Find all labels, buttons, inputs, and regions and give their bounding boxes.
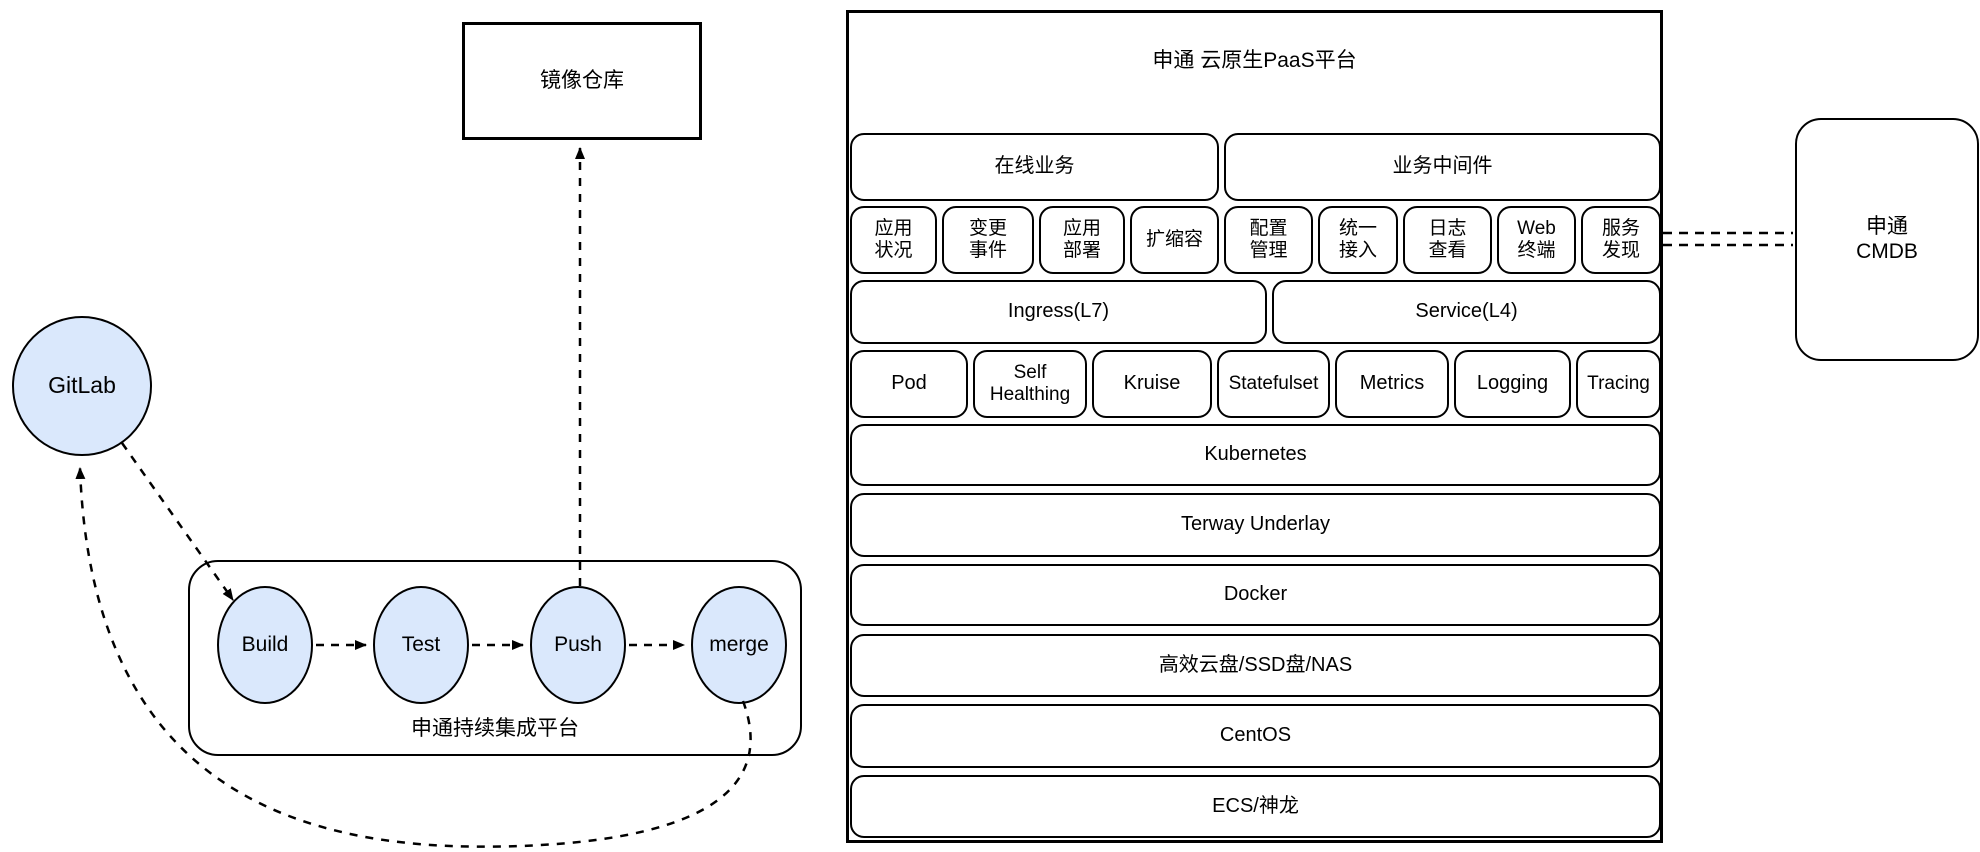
layer-centos: CentOS: [850, 704, 1661, 768]
workload-logging: Logging: [1454, 350, 1571, 418]
feature-scaling: 扩缩容: [1130, 206, 1219, 274]
paas-header-middleware: 业务中间件: [1224, 133, 1661, 201]
feature-config-mgmt: 配置 管理: [1224, 206, 1313, 274]
feature-label: 应用 部署: [1062, 217, 1101, 261]
feature-label: 统一 接入: [1338, 217, 1377, 261]
gitlab-label: GitLab: [48, 372, 116, 399]
workload-metrics: Metrics: [1335, 350, 1449, 418]
step-push-node: Push: [530, 586, 626, 704]
workload-label: Metrics: [1359, 372, 1425, 395]
layer-label: ECS/神龙: [1212, 794, 1299, 817]
layer-terway-underlay: Terway Underlay: [850, 493, 1661, 557]
gitlab-node: GitLab: [12, 316, 152, 456]
cmdb-label: 申通 CMDB: [1856, 214, 1918, 263]
feature-log-view: 日志 查看: [1403, 206, 1492, 274]
layer-label: Docker: [1223, 583, 1288, 606]
workload-statefulset: Statefulset: [1217, 350, 1330, 418]
step-test-node: Test: [373, 586, 469, 704]
feature-app-status: 应用 状况: [850, 206, 937, 274]
image-registry-label: 镜像仓库: [540, 68, 624, 92]
header-label: 在线业务: [994, 155, 1075, 178]
workload-pod: Pod: [850, 350, 968, 418]
workload-tracing: Tracing: [1576, 350, 1661, 418]
step-build-node: Build: [217, 586, 313, 704]
step-merge-node: merge: [691, 586, 787, 704]
step-merge-label: merge: [709, 632, 769, 656]
header-label: 业务中间件: [1392, 155, 1493, 178]
layer-kubernetes: Kubernetes: [850, 424, 1661, 486]
cmdb-node: 申通 CMDB: [1795, 118, 1979, 361]
network-service-l4: Service(L4): [1272, 280, 1661, 344]
image-registry-node: 镜像仓库: [462, 22, 702, 140]
layer-label: Kubernetes: [1204, 443, 1307, 466]
feature-label: 服务 发现: [1601, 217, 1640, 261]
workload-label: Pod: [891, 372, 927, 395]
step-test-label: Test: [401, 632, 441, 656]
workload-label: Self Healthing: [989, 361, 1071, 405]
network-ingress-l7: Ingress(L7): [850, 280, 1267, 344]
feature-label: 变更 事件: [968, 217, 1007, 261]
feature-label: 扩缩容: [1145, 228, 1203, 250]
layer-docker: Docker: [850, 564, 1661, 626]
feature-unified-access: 统一 接入: [1318, 206, 1398, 274]
layer-label: 高效云盘/SSD盘/NAS: [1158, 653, 1353, 676]
step-build-label: Build: [241, 632, 289, 656]
feature-service-discovery: 服务 发现: [1581, 206, 1661, 274]
workload-kruise: Kruise: [1092, 350, 1212, 418]
paas-header-online-biz: 在线业务: [850, 133, 1219, 201]
ci-platform-label: 申通持续集成平台: [411, 717, 579, 740]
feature-label: Web 终端: [1517, 217, 1556, 261]
paas-platform-title: 申通 云原生PaaS平台: [1152, 49, 1357, 72]
feature-change-events: 变更 事件: [942, 206, 1034, 274]
layer-storage: 高效云盘/SSD盘/NAS: [850, 634, 1661, 697]
feature-label: 配置 管理: [1249, 217, 1288, 261]
layer-ecs: ECS/神龙: [850, 775, 1661, 838]
feature-label: 日志 查看: [1428, 217, 1467, 261]
workload-label: Statefulset: [1228, 372, 1319, 394]
layer-label: Terway Underlay: [1181, 513, 1330, 536]
step-push-label: Push: [554, 632, 602, 656]
feature-label: 应用 状况: [874, 217, 913, 261]
workload-self-healthing: Self Healthing: [973, 350, 1087, 418]
workload-label: Logging: [1476, 372, 1549, 395]
network-label: Service(L4): [1415, 300, 1518, 323]
workload-label: Tracing: [1587, 372, 1650, 394]
feature-web-terminal: Web 终端: [1497, 206, 1576, 274]
network-label: Ingress(L7): [1007, 300, 1110, 323]
layer-label: CentOS: [1219, 724, 1292, 747]
feature-app-deploy: 应用 部署: [1039, 206, 1125, 274]
workload-label: Kruise: [1123, 372, 1181, 395]
